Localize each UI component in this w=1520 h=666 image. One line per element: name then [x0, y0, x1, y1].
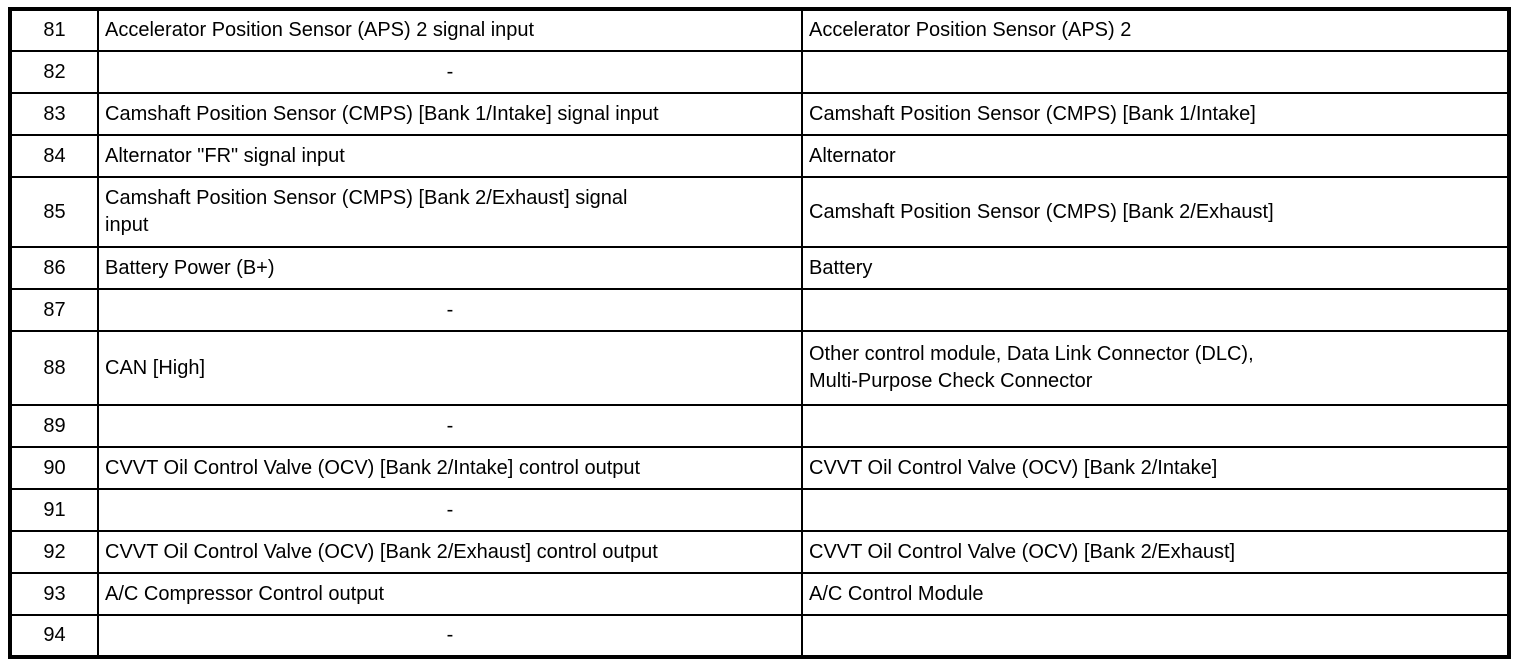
description-cell: CVVT Oil Control Valve (OCV) [Bank 2/Int…	[97, 446, 803, 490]
description-cell: Battery Power (B+)	[97, 246, 803, 290]
table-row: 85 Camshaft Position Sensor (CMPS) [Bank…	[9, 176, 1510, 248]
table-row: 82 -	[9, 50, 1510, 94]
pin-number-cell: 84	[9, 134, 99, 178]
pin-number-cell: 83	[9, 92, 99, 136]
table-row: 81 Accelerator Position Sensor (APS) 2 s…	[9, 8, 1510, 52]
pin-number-cell: 93	[9, 572, 99, 616]
description-cell: Accelerator Position Sensor (APS) 2 sign…	[97, 8, 803, 52]
table-row: 88 CAN [High] Other control module, Data…	[9, 330, 1510, 406]
connected-to-cell	[801, 614, 1510, 658]
table-row: 92 CVVT Oil Control Valve (OCV) [Bank 2/…	[9, 530, 1510, 574]
description-cell: CAN [High]	[97, 330, 803, 406]
connected-to-cell: Alternator	[801, 134, 1510, 178]
table-row: 91 -	[9, 488, 1510, 532]
connected-to-cell: Camshaft Position Sensor (CMPS) [Bank 2/…	[801, 176, 1510, 248]
table-row: 83 Camshaft Position Sensor (CMPS) [Bank…	[9, 92, 1510, 136]
table-row: 86 Battery Power (B+) Battery	[9, 246, 1510, 290]
connected-to-cell: Camshaft Position Sensor (CMPS) [Bank 1/…	[801, 92, 1510, 136]
description-cell: -	[97, 404, 803, 448]
connected-to-cell: CVVT Oil Control Valve (OCV) [Bank 2/Int…	[801, 446, 1510, 490]
pin-number-cell: 82	[9, 50, 99, 94]
connected-to-cell: A/C Control Module	[801, 572, 1510, 616]
table-row: 90 CVVT Oil Control Valve (OCV) [Bank 2/…	[9, 446, 1510, 490]
table-row: 84 Alternator "FR" signal input Alternat…	[9, 134, 1510, 178]
pin-number-cell: 87	[9, 288, 99, 332]
connected-to-cell: CVVT Oil Control Valve (OCV) [Bank 2/Exh…	[801, 530, 1510, 574]
connected-to-cell	[801, 488, 1510, 532]
description-cell: Camshaft Position Sensor (CMPS) [Bank 1/…	[97, 92, 803, 136]
description-cell: -	[97, 50, 803, 94]
pin-assignment-table: 81 Accelerator Position Sensor (APS) 2 s…	[8, 7, 1511, 659]
table-row: 87 -	[9, 288, 1510, 332]
connected-to-cell: Accelerator Position Sensor (APS) 2	[801, 8, 1510, 52]
pin-table-body: 81 Accelerator Position Sensor (APS) 2 s…	[9, 8, 1510, 658]
pin-number-cell: 88	[9, 330, 99, 406]
pin-number-cell: 90	[9, 446, 99, 490]
connected-to-cell	[801, 288, 1510, 332]
description-cell: -	[97, 288, 803, 332]
description-cell: Alternator "FR" signal input	[97, 134, 803, 178]
pin-number-cell: 92	[9, 530, 99, 574]
pin-number-cell: 85	[9, 176, 99, 248]
description-cell: Camshaft Position Sensor (CMPS) [Bank 2/…	[97, 176, 803, 248]
pin-number-cell: 86	[9, 246, 99, 290]
description-cell: CVVT Oil Control Valve (OCV) [Bank 2/Exh…	[97, 530, 803, 574]
table-row: 89 -	[9, 404, 1510, 448]
description-cell: -	[97, 488, 803, 532]
connected-to-cell: Other control module, Data Link Connecto…	[801, 330, 1510, 406]
connected-to-cell	[801, 50, 1510, 94]
pin-number-cell: 91	[9, 488, 99, 532]
description-cell: -	[97, 614, 803, 658]
pin-number-cell: 94	[9, 614, 99, 658]
pin-number-cell: 89	[9, 404, 99, 448]
table-row: 93 A/C Compressor Control output A/C Con…	[9, 572, 1510, 616]
pin-number-cell: 81	[9, 8, 99, 52]
connected-to-cell	[801, 404, 1510, 448]
connected-to-cell: Battery	[801, 246, 1510, 290]
table-row: 94 -	[9, 614, 1510, 658]
description-cell: A/C Compressor Control output	[97, 572, 803, 616]
